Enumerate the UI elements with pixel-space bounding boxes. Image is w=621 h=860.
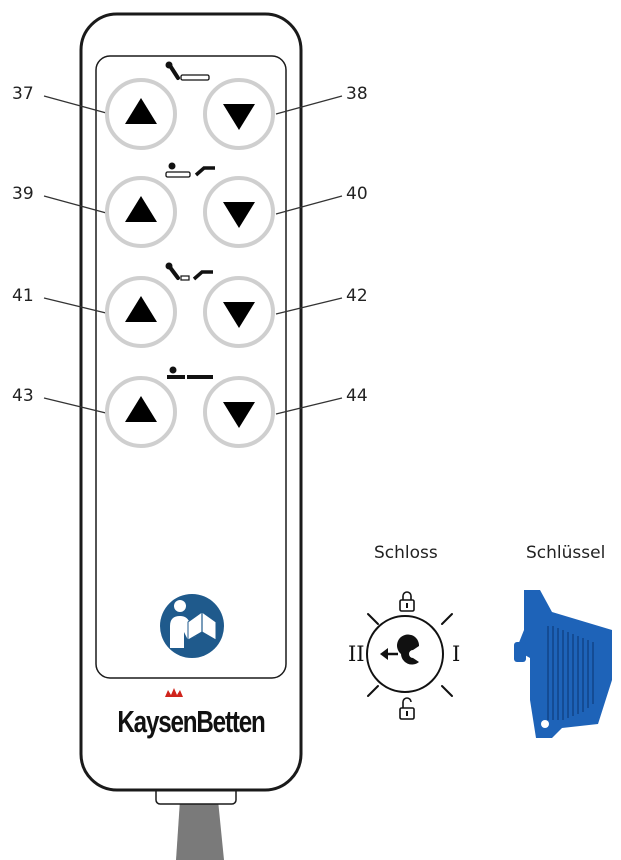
up-button-41[interactable] bbox=[105, 276, 177, 348]
callout-42: 42 bbox=[346, 286, 368, 306]
locked-padlock-icon bbox=[399, 591, 415, 612]
arrow-up-icon bbox=[125, 196, 157, 222]
arrow-up-icon bbox=[125, 296, 157, 322]
callout-41: 41 bbox=[12, 286, 34, 306]
down-button-44[interactable] bbox=[203, 376, 275, 448]
lock-dial-icon bbox=[366, 613, 453, 697]
up-button-43[interactable] bbox=[105, 376, 177, 448]
read-manual-icon bbox=[160, 594, 224, 658]
callout-lines bbox=[43, 95, 343, 415]
cable bbox=[155, 785, 237, 860]
unlocked-padlock-icon bbox=[399, 697, 415, 720]
up-button-37[interactable] bbox=[105, 78, 177, 150]
back-and-leg-icon bbox=[165, 262, 213, 281]
arrow-down-icon bbox=[223, 202, 255, 228]
arrow-up-icon bbox=[125, 396, 157, 422]
down-button-38[interactable] bbox=[203, 78, 275, 150]
callout-39: 39 bbox=[12, 184, 34, 204]
arrow-down-icon bbox=[223, 302, 255, 328]
bed-height-icon bbox=[167, 366, 213, 379]
callout-37: 37 bbox=[12, 84, 34, 104]
callout-44: 44 bbox=[346, 386, 368, 406]
callout-40: 40 bbox=[346, 184, 368, 204]
down-button-42[interactable] bbox=[203, 276, 275, 348]
key-caption: Schlüssel bbox=[526, 543, 606, 563]
position-2-label: II bbox=[348, 642, 365, 666]
up-button-39[interactable] bbox=[105, 176, 177, 248]
callout-43: 43 bbox=[12, 386, 34, 406]
key-icon bbox=[514, 590, 612, 738]
crown-icon bbox=[165, 688, 183, 697]
down-button-40[interactable] bbox=[203, 176, 275, 248]
arrow-down-icon bbox=[223, 104, 255, 130]
arrow-up-icon bbox=[125, 98, 157, 124]
keypad-panel bbox=[95, 55, 287, 679]
position-1-label: I bbox=[452, 642, 461, 666]
arrow-down-icon bbox=[223, 402, 255, 428]
callout-38: 38 bbox=[346, 84, 368, 104]
backrest-icon bbox=[165, 61, 210, 81]
lock-caption: Schloss bbox=[374, 543, 438, 563]
leg-rest-icon bbox=[165, 162, 215, 178]
brand-logo: KaysenBetten bbox=[117, 704, 265, 739]
